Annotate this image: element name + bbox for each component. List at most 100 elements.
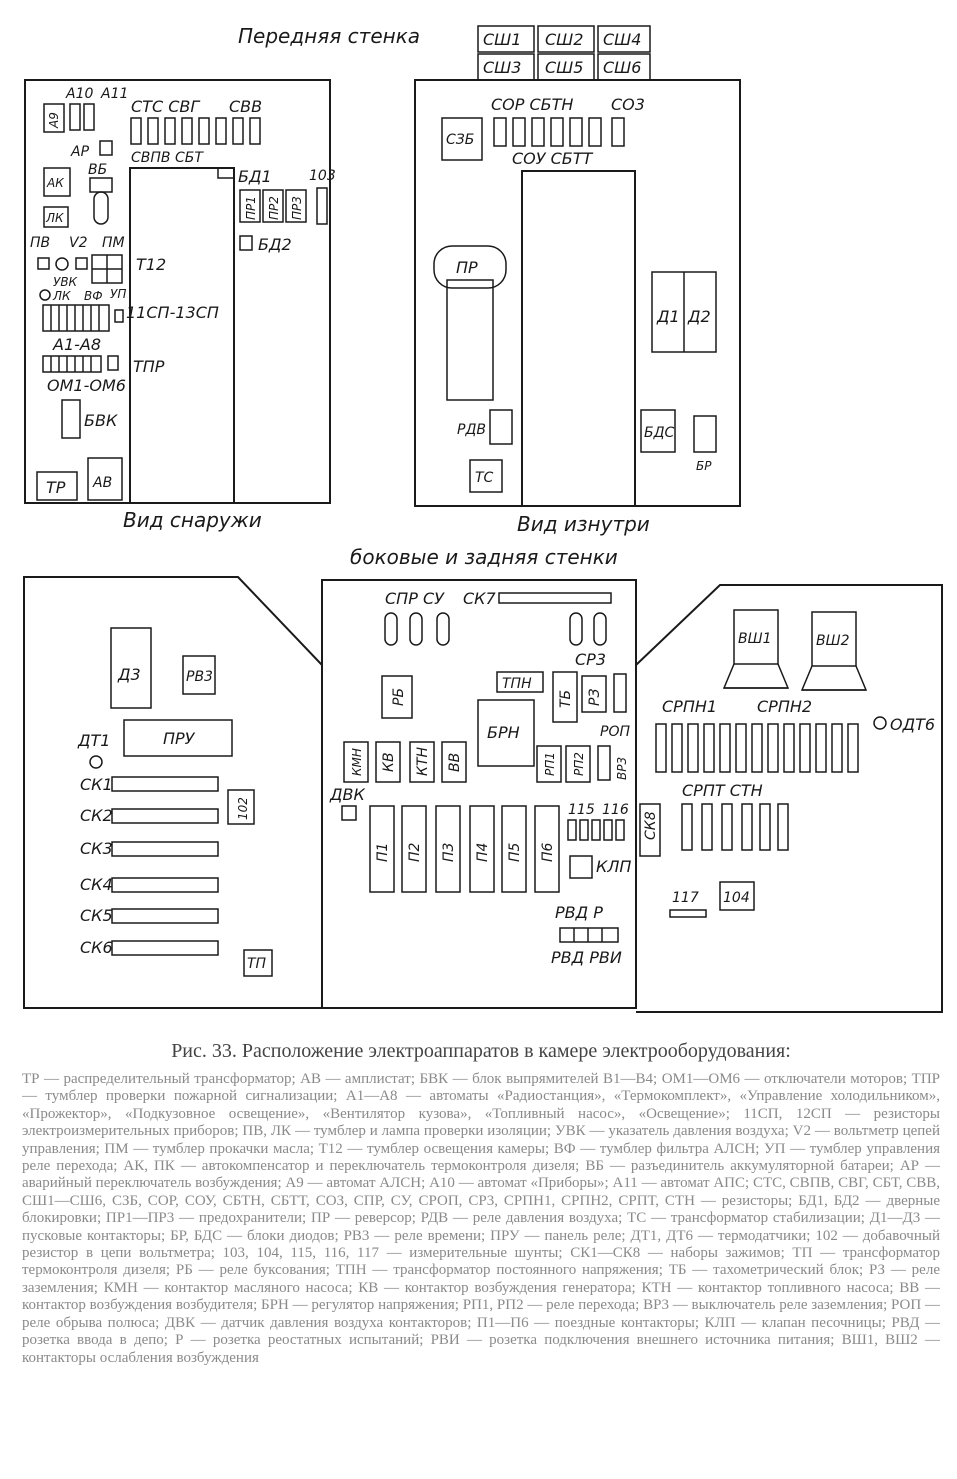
label-svpv-sbt: СВПВ СБТ bbox=[131, 150, 204, 166]
switch-row-om bbox=[42, 355, 102, 373]
label-brn: БРН bbox=[487, 723, 520, 742]
resistor-row-srpt bbox=[681, 803, 789, 851]
label-sou-sbtt: СОУ СБТТ bbox=[512, 149, 594, 168]
label-svv: СВВ bbox=[229, 97, 262, 116]
label-ts: ТС bbox=[475, 470, 494, 486]
label-a10: А10 bbox=[65, 86, 93, 102]
side-back-walls-heading: боковые и задняя стенки bbox=[350, 545, 618, 569]
label-pm: ПМ bbox=[102, 235, 125, 251]
label-bd1: БД1 bbox=[238, 167, 272, 186]
resistor-row-srpn bbox=[655, 723, 859, 773]
label-p3: П3 bbox=[441, 843, 457, 862]
label-d2: Д2 bbox=[687, 307, 711, 326]
reverser-icon bbox=[433, 245, 507, 401]
label-vf: ВФ bbox=[84, 289, 103, 303]
label-sh6: СШ6 bbox=[603, 58, 641, 77]
label-v2: V2 bbox=[69, 235, 88, 251]
label-sh5: СШ5 bbox=[545, 58, 583, 77]
train-contactors-p1-p6 bbox=[369, 805, 560, 893]
label-sk4: СК4 bbox=[80, 875, 113, 894]
label-115: 115 bbox=[568, 802, 595, 818]
label-p4: П4 bbox=[475, 843, 491, 862]
front-wall-heading: Передняя стенка bbox=[238, 24, 420, 48]
right-side-wall-panel: ВШ1 ВШ2 СРПН1 СРПН2 ОДТ6 СРПТ СТН bbox=[635, 584, 943, 1013]
label-a1-a8: А1-А8 bbox=[52, 335, 101, 354]
resistor-row-inside bbox=[493, 117, 625, 147]
resistor-row-top bbox=[130, 117, 261, 145]
label-ak: АК bbox=[46, 176, 64, 190]
label-sk5: СК5 bbox=[80, 906, 113, 925]
label-t12: Т12 bbox=[136, 255, 166, 274]
outside-view-label: Вид снаружи bbox=[123, 508, 262, 532]
label-srpn2: СРПН2 bbox=[757, 697, 812, 716]
label-rp2: РП2 bbox=[572, 752, 586, 776]
label-pr1: ПР1 bbox=[244, 196, 258, 220]
label-spr-su: СПР СУ bbox=[385, 589, 445, 608]
label-kmn: КМН bbox=[350, 748, 364, 776]
front-wall-outside-panel: А10 А11 А9 СТС СВГ СВВ АР ВБ СВПВ СБТ АК… bbox=[24, 79, 336, 504]
label-sh3: СШ3 bbox=[483, 58, 521, 77]
label-116: 116 bbox=[602, 802, 629, 818]
label-sk2: СК2 bbox=[80, 806, 113, 825]
label-sk1: СК1 bbox=[80, 775, 113, 794]
label-11sp-13sp: 11СП-13СП bbox=[126, 303, 219, 322]
caption-legend: ТР — распределительный трансформатор; АВ… bbox=[22, 1071, 940, 1366]
label-p2: П2 bbox=[407, 842, 423, 862]
label-so3: СО3 bbox=[611, 95, 645, 114]
label-vsh1: ВШ1 bbox=[738, 631, 771, 647]
label-dt1: ДТ1 bbox=[77, 731, 110, 750]
label-sk3: СК3 bbox=[80, 839, 113, 858]
label-tpn: ТПН bbox=[502, 676, 532, 692]
label-srpn1: СРПН1 bbox=[662, 697, 717, 716]
label-sk6: СК6 bbox=[80, 938, 113, 957]
label-tb: ТБ bbox=[558, 690, 574, 708]
label-pv: ПВ bbox=[30, 235, 50, 251]
label-uvk: УВК bbox=[53, 275, 78, 289]
inside-view-label: Вид изнутри bbox=[517, 512, 650, 536]
label-br: БР bbox=[696, 459, 712, 473]
label-pr2: ПР2 bbox=[267, 196, 281, 220]
label-104: 104 bbox=[723, 890, 750, 906]
label-vb: ВБ bbox=[88, 162, 107, 178]
socket-row bbox=[559, 927, 619, 943]
shunt-row-115-116 bbox=[567, 819, 625, 841]
label-szb: СЗБ bbox=[446, 132, 474, 148]
label-lk: ЛК bbox=[45, 211, 64, 225]
label-rvd-r: РВД Р bbox=[555, 903, 603, 922]
label-odt6: ОДТ6 bbox=[890, 715, 935, 734]
label-sk7: СК7 bbox=[463, 589, 497, 608]
label-stc-svg: СТС СВГ bbox=[131, 97, 200, 116]
label-rdv: РДВ bbox=[457, 422, 486, 438]
contactor-vsh2 bbox=[800, 611, 868, 691]
label-a11: А11 bbox=[100, 86, 128, 102]
label-rb: РБ bbox=[391, 688, 407, 706]
label-p6: П6 bbox=[540, 842, 556, 862]
label-bds: БДС bbox=[644, 425, 675, 441]
label-tr: ТР bbox=[46, 478, 66, 497]
label-sh2: СШ2 bbox=[545, 30, 583, 49]
label-d3: Д3 bbox=[117, 665, 141, 684]
label-p5: П5 bbox=[507, 842, 523, 862]
back-wall-panel: СПР СУ СК7 СР3 РБ ТПН ТБ РЗ БРН РОП КМН … bbox=[321, 579, 637, 1009]
breaker-row-a1-a8 bbox=[42, 304, 110, 332]
label-pru: ПРУ bbox=[163, 729, 196, 748]
label-117: 117 bbox=[672, 890, 699, 906]
label-rz: РЗ bbox=[587, 689, 603, 706]
figure-caption: Рис. 33. Расположение электроаппаратов в… bbox=[22, 1040, 940, 1470]
label-bvk: БВК bbox=[84, 411, 118, 430]
front-wall-inside-panel: СШ1 СШ2 СШ4 СШ3 СШ5 СШ6 СОР СБТН СО3 СЗБ… bbox=[414, 25, 741, 507]
caption-title: Рис. 33. Расположение электроаппаратов в… bbox=[171, 1040, 791, 1062]
label-rop: РОП bbox=[600, 724, 630, 740]
battery-disconnector-icon bbox=[89, 177, 113, 225]
equipment-layout-diagram: Передняя стенка А10 А11 А9 СТС СВГ СВВ А… bbox=[23, 24, 943, 1013]
label-rv3: РВ3 bbox=[186, 669, 213, 685]
label-a9: А9 bbox=[47, 112, 61, 129]
label-up: УП bbox=[110, 287, 126, 301]
label-vr3: ВР3 bbox=[615, 757, 629, 780]
label-sor-sbtn: СОР СБТН bbox=[491, 95, 573, 114]
label-pr: ПР bbox=[456, 258, 478, 277]
label-klp: КЛП bbox=[596, 857, 631, 876]
label-srpt-stn: СРПТ СТН bbox=[682, 781, 763, 800]
label-d1: Д1 bbox=[656, 307, 680, 326]
label-sr3: СР3 bbox=[575, 650, 606, 669]
